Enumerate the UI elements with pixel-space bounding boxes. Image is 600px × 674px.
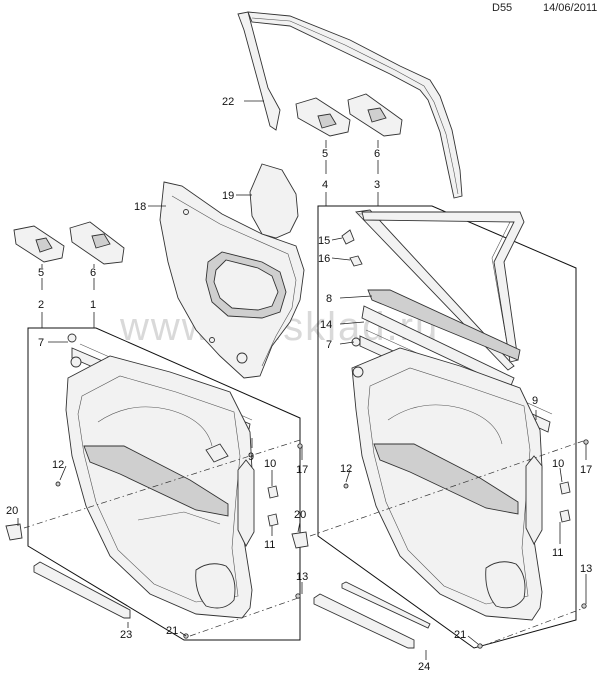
callout-13-left: 13 — [296, 571, 308, 583]
diagram-code: D55 — [492, 2, 513, 14]
callout-16: 16 — [318, 253, 330, 265]
callout-14: 14 — [320, 319, 332, 331]
sound-insulator-pad — [249, 163, 299, 239]
callout-5-left: 5 — [38, 267, 44, 279]
callout-6-left: 6 — [90, 267, 96, 279]
callout-17-left: 17 — [296, 464, 308, 476]
callout-17-right: 17 — [580, 464, 592, 476]
callout-8: 8 — [326, 293, 332, 305]
callout-10-left: 10 — [264, 458, 276, 470]
callout-13-right: 13 — [580, 563, 592, 575]
callout-7-right: 7 — [326, 339, 332, 351]
diagram-date: 14/06/2011 — [543, 2, 598, 14]
callout-10-right: 10 — [552, 458, 564, 470]
callout-9-left: 9 — [248, 451, 254, 463]
window-switch-front-right — [69, 221, 125, 265]
callout-11-left: 11 — [264, 539, 275, 551]
callout-24: 24 — [418, 661, 430, 673]
callout-3: 3 — [374, 179, 380, 191]
callout-labels: 22 5 6 4 3 19 18 5 6 2 1 15 16 8 14 7 7 … — [6, 96, 592, 673]
callout-12-right: 12 — [340, 463, 352, 475]
leader-lines — [17, 100, 587, 660]
callout-1: 1 — [90, 299, 96, 311]
callout-9-right: 9 — [532, 395, 538, 407]
window-switch-front-left — [13, 225, 65, 263]
callout-21-right: 21 — [454, 629, 466, 641]
sill-strip-right — [313, 593, 415, 649]
callout-20-left: 20 — [6, 505, 18, 517]
callout-21-left: 21 — [166, 625, 178, 637]
sill-strip-left — [33, 561, 131, 619]
callout-19: 19 — [222, 190, 234, 202]
callout-15: 15 — [318, 235, 330, 247]
callout-6-top: 6 — [374, 148, 380, 160]
callout-11-right: 11 — [552, 547, 563, 559]
callout-5-top: 5 — [322, 148, 328, 160]
callout-20-right: 20 — [294, 509, 306, 521]
callout-18: 18 — [134, 201, 146, 213]
window-switch-rear-left — [295, 97, 351, 137]
callout-22: 22 — [222, 96, 234, 108]
window-frame-seal — [237, 11, 463, 199]
callout-2: 2 — [38, 299, 44, 311]
left-door-trim-box — [5, 327, 303, 641]
callout-4: 4 — [322, 179, 328, 191]
callout-12-left: 12 — [52, 459, 64, 471]
window-switch-rear-right — [347, 93, 403, 137]
right-door-trim-box — [291, 205, 589, 649]
callout-7-left: 7 — [38, 337, 44, 349]
water-deflector-sheet — [159, 181, 305, 379]
callout-23: 23 — [120, 629, 132, 641]
seal-strip-24 — [341, 581, 431, 629]
